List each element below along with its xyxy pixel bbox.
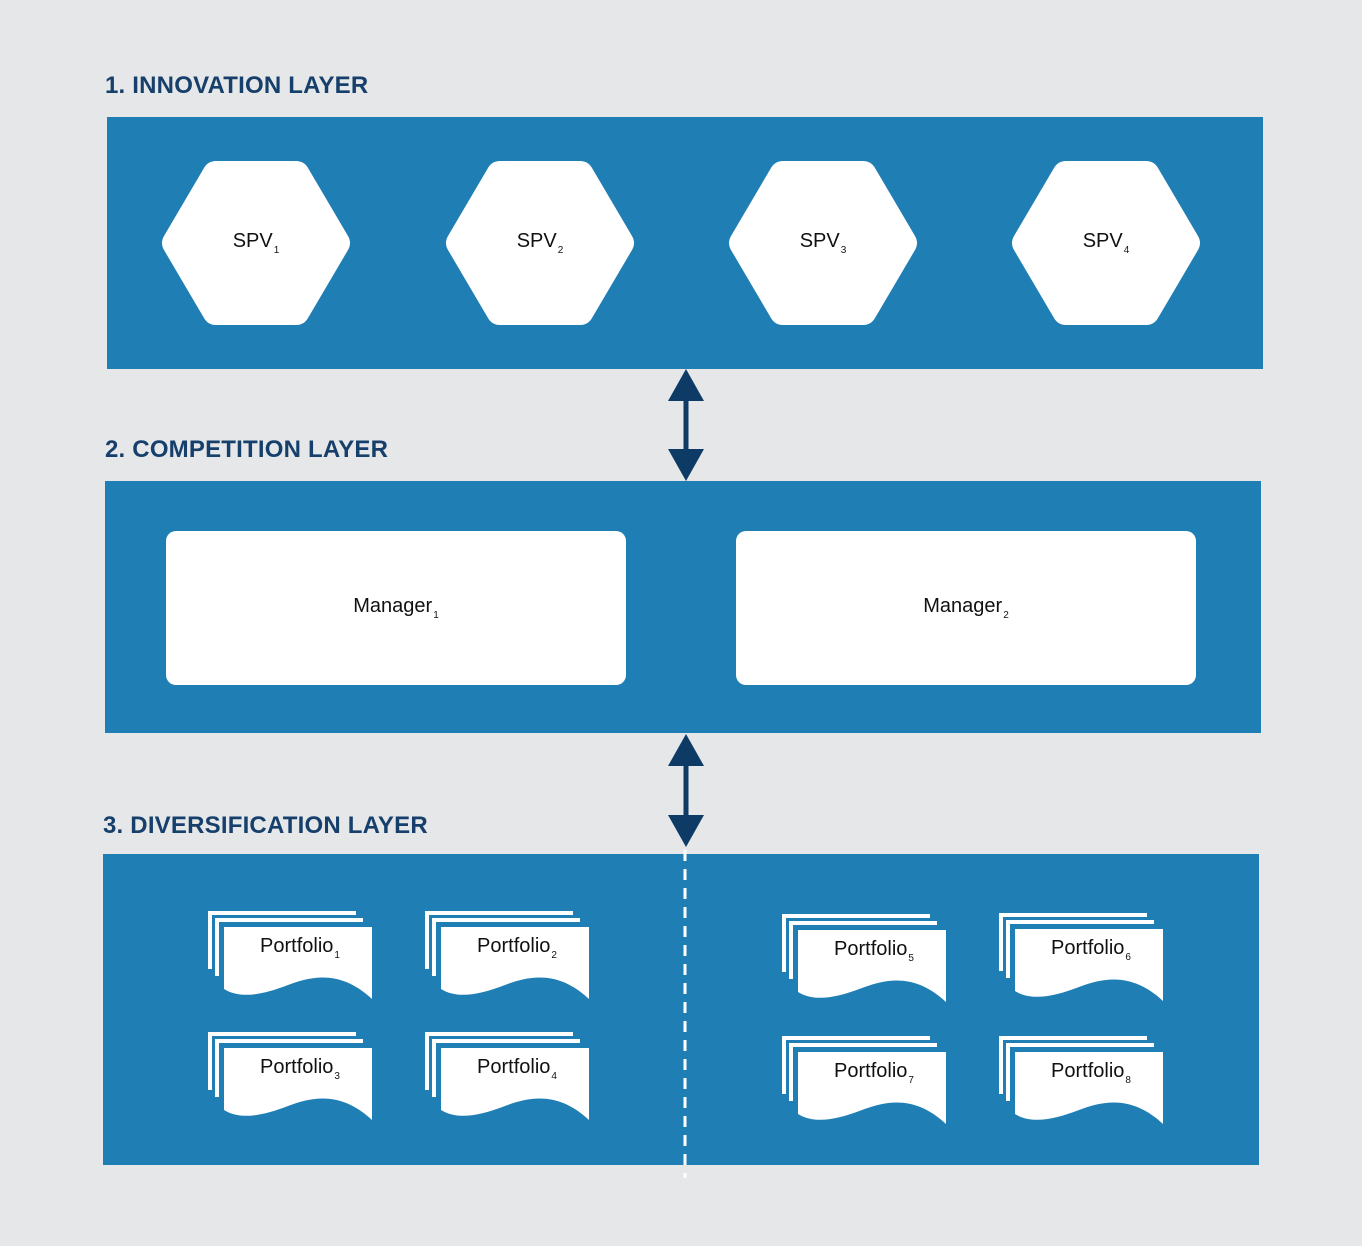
innovation-layer-panel: SPV1 SPV2 SPV3 SPV4 <box>107 117 1263 369</box>
hexagon-shape <box>446 161 634 325</box>
document-stack-icon <box>999 913 1163 1001</box>
document-stack-icon <box>425 1032 589 1120</box>
hexagon-shape <box>1012 161 1200 325</box>
portfolio-label: Portfolio3 <box>260 1056 340 1082</box>
portfolio-doc-8: Portfolio8 <box>997 1034 1163 1124</box>
hexagon-shape <box>729 161 917 325</box>
portfolio-label: Portfolio6 <box>1051 937 1131 963</box>
document-stack-icon <box>208 911 372 999</box>
portfolio-doc-4: Portfolio4 <box>423 1030 589 1120</box>
spv-label: SPV1 <box>232 230 280 256</box>
spv-node-3: SPV3 <box>725 157 921 329</box>
manager-label: Manager1 <box>353 595 439 621</box>
spv-label: SPV4 <box>1082 230 1130 256</box>
dashed-divider <box>683 850 687 1178</box>
document-stack-icon <box>425 911 589 999</box>
portfolio-label: Portfolio5 <box>834 938 914 964</box>
competition-layer-title: 2. COMPETITION LAYER <box>105 436 389 463</box>
portfolio-doc-2: Portfolio2 <box>423 909 589 999</box>
double-arrow-icon <box>668 369 704 481</box>
spv-node-2: SPV2 <box>442 157 638 329</box>
portfolio-label: Portfolio8 <box>1051 1060 1131 1086</box>
double-arrow-icon <box>668 734 704 847</box>
portfolio-doc-7: Portfolio7 <box>780 1034 946 1124</box>
spv-label: SPV3 <box>799 230 847 256</box>
portfolio-label: Portfolio1 <box>260 935 340 961</box>
hexagon-shape <box>162 161 350 325</box>
spv-label: SPV2 <box>516 230 564 256</box>
document-stack-icon <box>782 1036 946 1124</box>
diversification-layer-panel: Portfolio1 Portfolio2 Portfolio3 <box>103 854 1259 1165</box>
portfolio-doc-1: Portfolio1 <box>206 909 372 999</box>
portfolio-label: Portfolio7 <box>834 1060 914 1086</box>
spv-node-1: SPV1 <box>158 157 354 329</box>
portfolio-doc-5: Portfolio5 <box>780 912 946 1002</box>
manager-box-2: Manager2 <box>736 531 1196 685</box>
document-stack-icon <box>208 1032 372 1120</box>
portfolio-label: Portfolio4 <box>477 1056 557 1082</box>
document-stack-icon <box>999 1036 1163 1124</box>
diversification-layer-title: 3. DIVERSIFICATION LAYER <box>103 812 428 839</box>
manager-label: Manager2 <box>923 595 1009 621</box>
portfolio-doc-6: Portfolio6 <box>997 911 1163 1001</box>
portfolio-label: Portfolio2 <box>477 935 557 961</box>
portfolio-doc-3: Portfolio3 <box>206 1030 372 1120</box>
document-stack-icon <box>782 914 946 1002</box>
spv-node-4: SPV4 <box>1008 157 1204 329</box>
manager-box-1: Manager1 <box>166 531 626 685</box>
competition-layer-panel: Manager1 Manager2 <box>105 481 1261 733</box>
innovation-layer-title: 1. INNOVATION LAYER <box>105 72 369 99</box>
